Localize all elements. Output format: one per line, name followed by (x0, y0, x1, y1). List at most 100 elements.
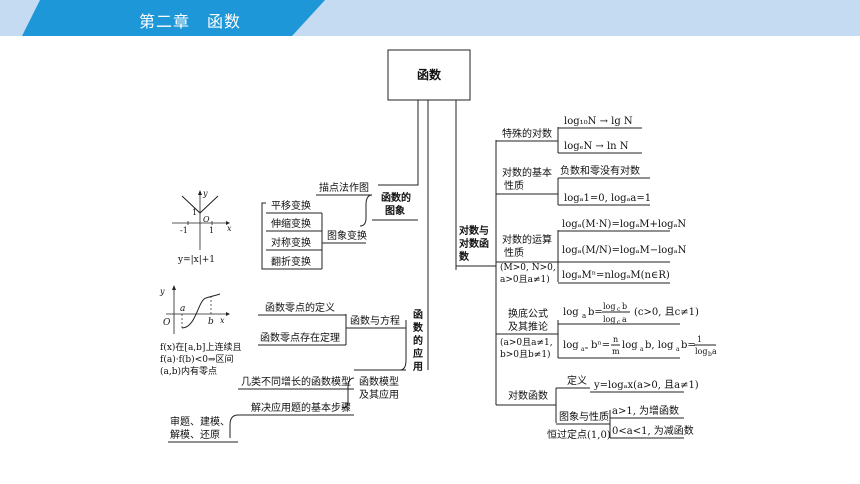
transform-item-4: 翻折变换 (271, 255, 311, 268)
chapter-title: 第二章 函数 (139, 12, 242, 31)
transform-label: 图象变换 (327, 229, 367, 242)
svg-text:a: a (712, 347, 717, 356)
svg-text:log: log (603, 315, 616, 324)
svg-text:c: c (617, 319, 621, 326)
basic-item-1: 负数和零没有对数 (560, 164, 640, 177)
abs-graph-caption: y=|x|+1 (177, 255, 215, 265)
ivt-caption-1: f(x)在[a,b]上连续且 (160, 341, 241, 353)
graph-branch-brace (359, 194, 373, 227)
svg-text:log: log (603, 302, 616, 311)
log-branch-label-2: 对数函 (459, 237, 489, 250)
logfunc-def-label: 定义 (567, 374, 587, 387)
steps-brace (229, 414, 239, 438)
operations-label-2: 性质 (504, 246, 524, 259)
abs-graph-y-label: y (202, 189, 208, 198)
transform-item-1: 平移变换 (271, 199, 311, 212)
svg-text:a: a (676, 346, 680, 353)
basic-item-2: logₐ1=0, logₐa=1 (564, 193, 651, 204)
ivt-graph-origin: O (163, 318, 171, 328)
change-base-label-2: 及其推论 (508, 320, 548, 333)
operations-item-2: logₐ(M/N)=logₐM−logₐN (562, 245, 687, 256)
svg-text:log: log (695, 347, 708, 356)
svg-text:a: a (582, 312, 586, 320)
log-branch-label-1: 对数与 (459, 224, 489, 237)
equation-item-2: 函数零点存在定理 (260, 331, 340, 344)
svg-text:b, log: b, log (645, 340, 674, 351)
svg-text:c: c (617, 306, 621, 313)
root-label: 函数 (417, 67, 442, 82)
chapter-header: 第二章 函数 (0, 0, 860, 36)
ivt-graph-y-label: y (159, 287, 165, 296)
abs-graph-x-label: x (227, 224, 232, 233)
operations-condition-1: (M>0, N>0, (500, 262, 556, 273)
operations-condition-2: a>0且a≠1) (500, 274, 550, 285)
logfunc-increasing: a>1, 为增函数 (612, 404, 679, 417)
abs-graph-tick-y: 1 (192, 208, 197, 217)
ivt-graph-mark-a: a (180, 304, 185, 314)
ivt-graph-mark-b: b (208, 317, 214, 327)
abs-value-graph (172, 190, 230, 250)
equation-item-1: 函数零点的定义 (265, 301, 335, 314)
svg-text:n: n (613, 335, 618, 344)
equation-label: 函数与方程 (350, 314, 400, 327)
svg-text:b: b (708, 351, 712, 358)
steps-line-2: 解模、还原 (170, 428, 220, 441)
logfunc-fixed-point: 恒过定点(1,0) (547, 428, 611, 441)
basic-label-1: 对数的基本 (502, 166, 552, 179)
svg-text:aᵐ: aᵐ (581, 346, 589, 353)
abs-graph-tick-pos: 1 (209, 226, 214, 235)
log-branch-label-3: 数 (459, 250, 470, 263)
logfunc-graph-label: 图象与性质 (559, 410, 609, 423)
root-box (387, 49, 471, 101)
app-label-4: 应 (413, 347, 423, 360)
svg-text:(c>0, 且c≠1): (c>0, 且c≠1) (634, 306, 699, 318)
line-root-graph (378, 100, 419, 186)
abs-graph-origin: O (203, 215, 210, 224)
model-item-2: 解决应用题的基本步骤 (251, 401, 351, 414)
ivt-graph (166, 285, 230, 334)
transforms-group-bracket (261, 202, 266, 270)
svg-text:log: log (563, 307, 579, 318)
svg-text:bⁿ=: bⁿ= (591, 340, 610, 351)
logfunc-decreasing: 0<a<1, 为减函数 (612, 424, 694, 437)
svg-text:a: a (622, 315, 627, 324)
graph-branch-label-2: 图象 (385, 204, 405, 217)
svg-text:log: log (563, 340, 579, 351)
transform-item-2: 伸缩变换 (271, 217, 311, 230)
change-base-label-1: 换底公式 (508, 307, 548, 320)
graph-branch-label-1: 函数的 (381, 191, 411, 204)
svg-text:b=: b= (588, 307, 603, 318)
app-label-5: 用 (412, 361, 423, 373)
svg-text:m: m (612, 347, 620, 356)
svg-text:b=: b= (681, 340, 696, 351)
abs-graph-tick-neg: -1 (180, 226, 188, 235)
svg-text:1: 1 (697, 335, 702, 344)
logfunc-label: 对数函数 (508, 389, 548, 402)
ivt-caption-2: f(a)·f(b)<0⇒区间 (160, 353, 234, 365)
ivt-graph-x-label: x (220, 316, 225, 325)
logfunc-definition: y=logₐx(a>0, 且a≠1) (593, 379, 699, 391)
app-label-3: 的 (413, 334, 423, 347)
svg-text:b: b (622, 302, 627, 311)
header-tab (22, 0, 325, 36)
operations-label-1: 对数的运算 (502, 233, 552, 246)
change-base-condition-1: (a>0且a≠1, (500, 337, 553, 348)
special-item-2: logₑN → ln N (564, 141, 629, 152)
change-base-condition-2: b>0且b≠1) (500, 349, 551, 360)
model-brace (341, 377, 355, 409)
model-item-1: 几类不同增长的函数模型 (241, 375, 351, 388)
model-label-1: 函数模型 (359, 375, 399, 388)
svg-text:log: log (622, 340, 638, 351)
ivt-caption-3: (a,b)内有零点 (160, 365, 217, 377)
plot-method-label: 描点法作图 (319, 181, 369, 194)
operations-item-3: logₐMⁿ=nlogₐM(n∈R) (562, 270, 670, 281)
special-label: 特殊的对数 (502, 127, 552, 140)
basic-label-2: 性质 (504, 179, 524, 192)
operations-item-1: logₐ(M·N)=logₐM+logₐN (562, 219, 686, 230)
model-label-2: 及其应用 (359, 388, 399, 401)
transform-item-3: 对称变换 (271, 236, 311, 249)
special-item-1: log₁₀N → lg N (564, 116, 633, 127)
